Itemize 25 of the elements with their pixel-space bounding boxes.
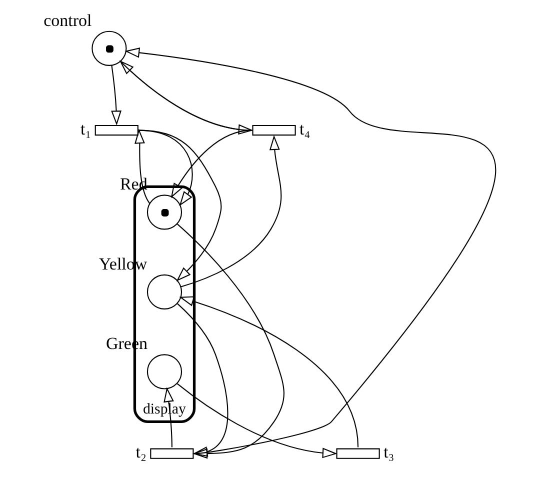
node-bar: [150, 448, 194, 459]
arrow: [138, 130, 222, 282]
node-label: t₃: [383, 442, 394, 462]
node-label: t₂: [135, 442, 146, 462]
arrow: [163, 387, 174, 448]
node-bar: [336, 448, 380, 459]
node-circle: [146, 274, 182, 310]
arrow: [110, 65, 121, 126]
arrow: [138, 130, 192, 206]
arrow: [178, 296, 358, 448]
arrow: [176, 383, 337, 458]
node-bar: [252, 124, 296, 136]
arrow: [170, 130, 252, 198]
arrow: [134, 128, 150, 204]
node-label: t₄: [299, 119, 310, 138]
node-label: t₁: [80, 119, 91, 138]
node-circle: [146, 194, 182, 230]
node-label: control: [43, 10, 92, 30]
node-circle: [146, 354, 182, 390]
arrow: [124, 48, 494, 454]
arrow: [176, 224, 284, 459]
node-circle: [91, 30, 126, 66]
node-bar: [94, 124, 138, 136]
arrow: [176, 303, 228, 457]
arrow: [180, 135, 282, 288]
